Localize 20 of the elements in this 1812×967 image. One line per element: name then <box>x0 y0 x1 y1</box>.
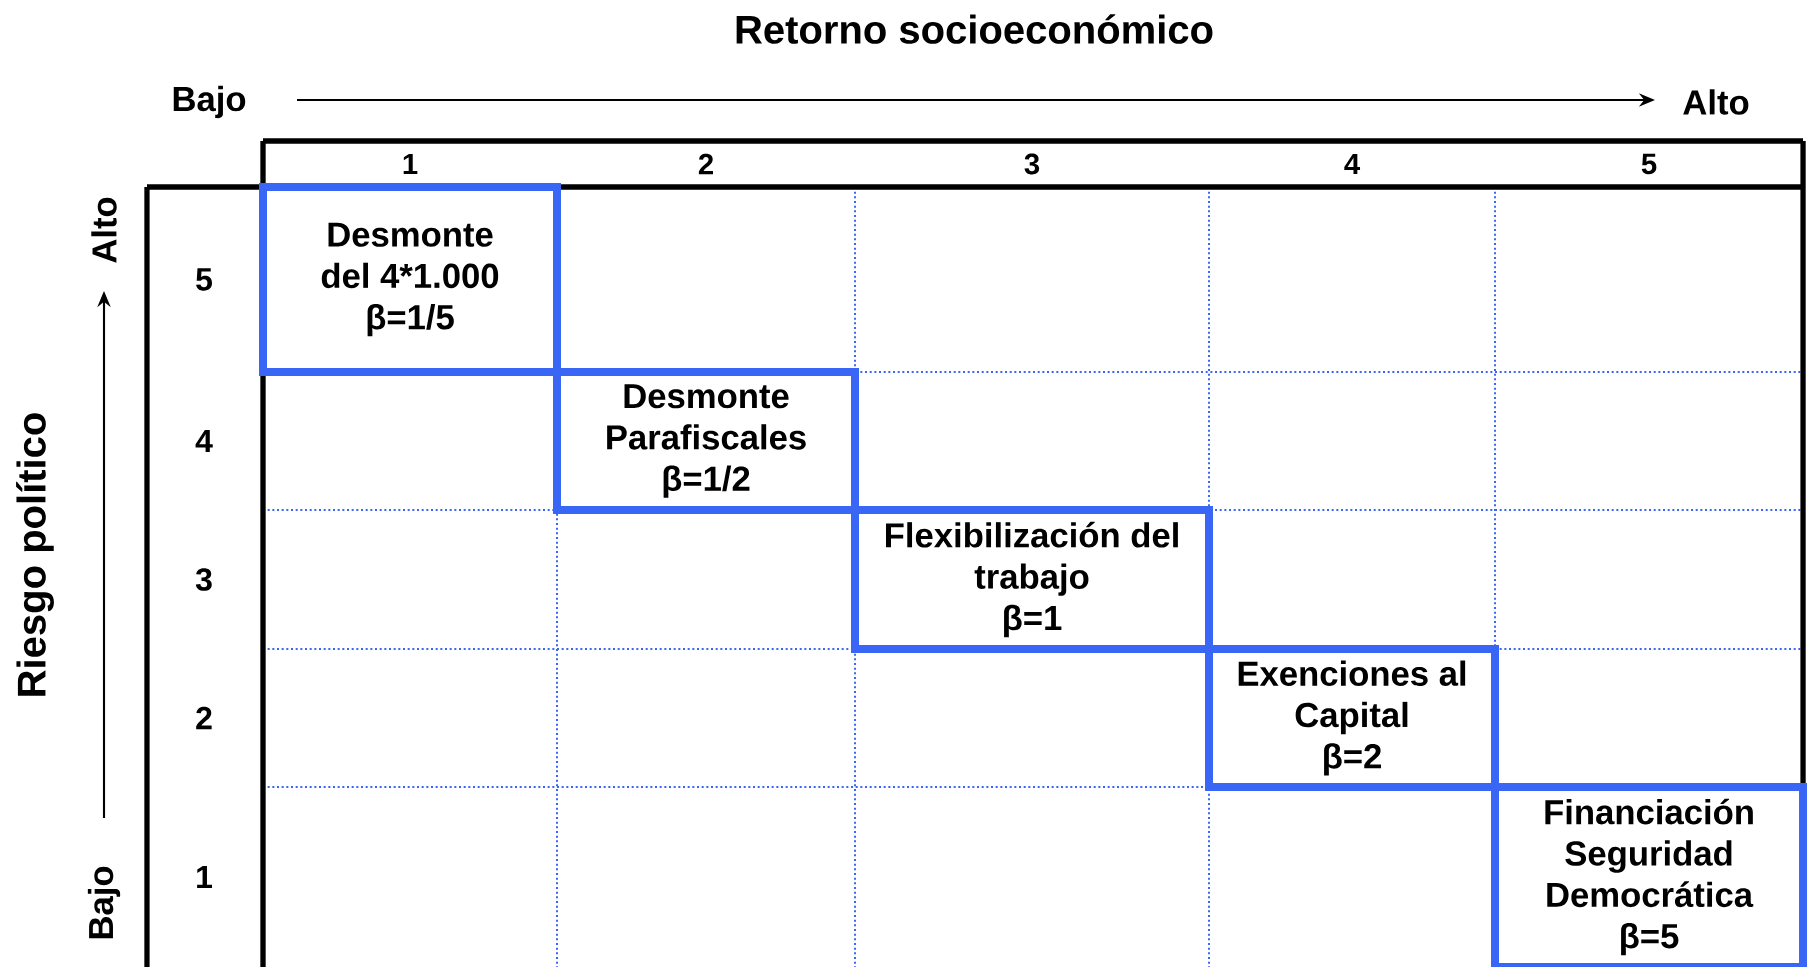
matrix-cell-box: Desmonte del 4*1.000 β=1/5 <box>259 182 561 377</box>
matrix-cell-box: Flexibilización del trabajo β=1 <box>851 506 1213 653</box>
matrix-cell-box: Exenciones al Capital β=2 <box>1205 645 1499 791</box>
row-header: 2 <box>196 706 212 730</box>
column-header: 4 <box>1344 153 1361 175</box>
matrix-cell-box: Desmonte Parafiscales β=1/2 <box>553 368 859 514</box>
axis-end-label: Alto <box>1683 89 1749 115</box>
row-header: 3 <box>195 568 212 591</box>
row-header: 5 <box>196 268 212 291</box>
row-header: 1 <box>197 866 212 888</box>
column-header: 2 <box>698 153 713 175</box>
matrix-cell-box: Financiación Seguridad Democrática β=5 <box>1491 783 1807 967</box>
axis-title: Retorno socioeconómico <box>736 14 1213 44</box>
axis-end-label: Bajo <box>173 85 246 119</box>
column-header: 5 <box>1641 153 1657 175</box>
axis-title: Riesgo político <box>16 413 54 696</box>
row-header: 4 <box>195 430 213 452</box>
axis-end-label: Bajo <box>87 866 121 939</box>
axis-end-label: Alto <box>91 197 117 263</box>
column-header: 3 <box>1024 153 1040 175</box>
